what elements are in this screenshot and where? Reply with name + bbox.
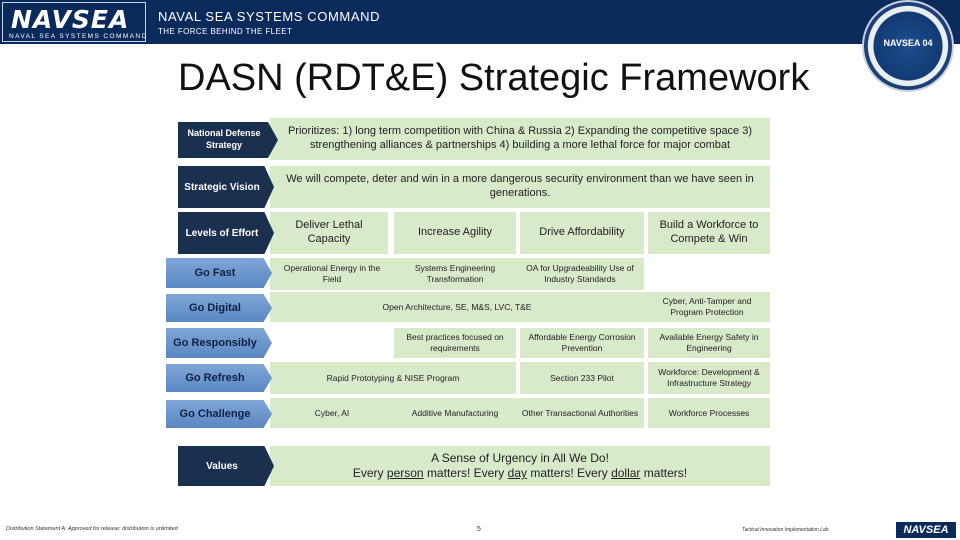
matters-1: matters!: [426, 466, 471, 480]
vision-label: Strategic Vision: [178, 166, 274, 208]
go-challenge-cell-3: Other Transactional Authorities: [516, 398, 644, 428]
effort-label: Levels of Effort: [178, 212, 274, 254]
values-person: person: [386, 466, 424, 480]
go-challenge-cell-1: Cyber, AI: [270, 398, 394, 428]
effort-col-4: Build a Workforce to Compete & Win: [648, 212, 770, 254]
matters-2: matters!: [530, 466, 574, 480]
go-challenge-label: Go Challenge: [166, 400, 272, 428]
values-label: Values: [178, 446, 274, 486]
logo-text: NAVSEA: [11, 5, 130, 34]
go-digital-span: Open Architecture, SE, M&S, LVC, T&E: [270, 292, 644, 322]
go-fast-cell-3: OA for Upgradeability Use of Industry St…: [516, 258, 644, 290]
values-line1: A Sense of Urgency in All We Do!: [431, 451, 609, 465]
page-number: 5: [477, 526, 481, 533]
footer-lab-name: Tactical Innovation Implementation Lab: [742, 527, 829, 533]
go-responsibly-cell-2: Affordable Energy Corrosion Prevention: [520, 328, 644, 358]
header-bar: NAVSEA NAVAL SEA SYSTEMS COMMAND NAVAL S…: [0, 0, 960, 44]
navsea-logo: NAVSEA NAVAL SEA SYSTEMS COMMAND: [2, 2, 146, 42]
every-1: Every: [352, 466, 384, 480]
nds-text: Prioritizes: 1) long term competition wi…: [270, 118, 770, 160]
go-refresh-span: Rapid Prototyping & NISE Program: [270, 362, 516, 394]
seal-text: NAVSEA 04: [883, 38, 933, 48]
effort-col-3: Drive Affordability: [520, 212, 644, 254]
go-refresh-mid: Section 233 Pilot: [520, 362, 644, 394]
nds-label: National Defense Strategy: [178, 122, 278, 158]
distribution-statement: Distribution Statement A: Approved for r…: [6, 526, 178, 532]
go-refresh-label: Go Refresh: [166, 364, 272, 392]
header-tagline: THE FORCE BEHIND THE FLEET: [158, 27, 293, 36]
go-fast-label: Go Fast: [166, 258, 272, 288]
vision-text: We will compete, deter and win in a more…: [270, 166, 770, 208]
header-title: NAVAL SEA SYSTEMS COMMAND: [158, 9, 381, 24]
go-challenge-cell-2: Additive Manufacturing: [394, 398, 516, 428]
page-title: DASN (RDT&E) Strategic Framework: [178, 57, 810, 99]
values-dollar: dollar: [611, 466, 641, 480]
go-responsibly-cell-3: Available Energy Safety in Engineering: [648, 328, 770, 358]
strategic-framework: Prioritizes: 1) long term competition wi…: [166, 116, 772, 490]
every-2: Every: [473, 466, 505, 480]
values-day: day: [507, 466, 528, 480]
logo-subtext: NAVAL SEA SYSTEMS COMMAND: [9, 33, 148, 40]
go-refresh-right: Workforce: Development & Infrastructure …: [648, 362, 770, 394]
navsea-seal-icon: NAVSEA 04: [862, 0, 954, 92]
go-responsibly-label: Go Responsibly: [166, 328, 272, 358]
go-fast-cell-2: Systems Engineering Transformation: [394, 258, 516, 290]
every-3: Every: [577, 466, 608, 480]
go-digital-right: Cyber, Anti-Tamper and Program Protectio…: [644, 292, 770, 322]
effort-col-1: Deliver Lethal Capacity: [270, 212, 388, 254]
go-challenge-cell-4: Workforce Processes: [648, 398, 770, 428]
matters-3: matters!: [643, 466, 688, 480]
footer-navsea-logo: NAVSEA: [896, 522, 956, 538]
values-text: A Sense of Urgency in All We Do! Every p…: [270, 446, 770, 486]
values-line2: Every person matters! Every day matters!…: [353, 466, 687, 481]
effort-col-2: Increase Agility: [394, 212, 516, 254]
go-fast-cell-1: Operational Energy in the Field: [270, 258, 394, 290]
go-responsibly-cell-1: Best practices focused on requirements: [394, 328, 516, 358]
go-digital-label: Go Digital: [166, 294, 272, 322]
